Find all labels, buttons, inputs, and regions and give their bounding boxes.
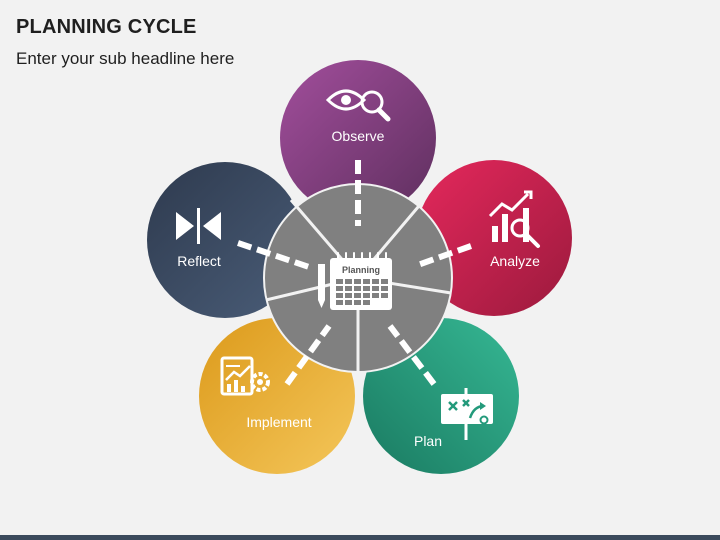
chart-gear-icon xyxy=(220,356,270,396)
connector-analyze xyxy=(413,243,473,269)
eye-magnifier-icon xyxy=(325,89,391,122)
calendar-pencil-icon: Planning xyxy=(318,252,392,310)
connector-plan xyxy=(387,324,437,386)
reflect-arrows-icon xyxy=(176,208,221,244)
hub-label: Planning xyxy=(342,265,380,275)
bottom-bar xyxy=(0,535,720,540)
connector-reflect xyxy=(237,240,313,271)
connectors xyxy=(237,160,473,386)
stage-label-observe: Observe xyxy=(332,128,385,144)
strategy-board-icon xyxy=(441,388,493,440)
page-subtitle: Enter your sub headline here xyxy=(16,49,235,68)
stage-label-plan: Plan xyxy=(414,433,442,449)
stage-observe-circle xyxy=(280,60,436,216)
stage-label-analyze: Analyze xyxy=(490,253,540,269)
stage-label-implement: Implement xyxy=(246,414,311,430)
bar-chart-search-icon xyxy=(488,190,540,248)
stage-observe xyxy=(280,60,436,216)
connector-implement xyxy=(284,324,332,386)
page-title: PLANNING CYCLE xyxy=(16,16,197,38)
stage-label-reflect: Reflect xyxy=(177,253,221,269)
